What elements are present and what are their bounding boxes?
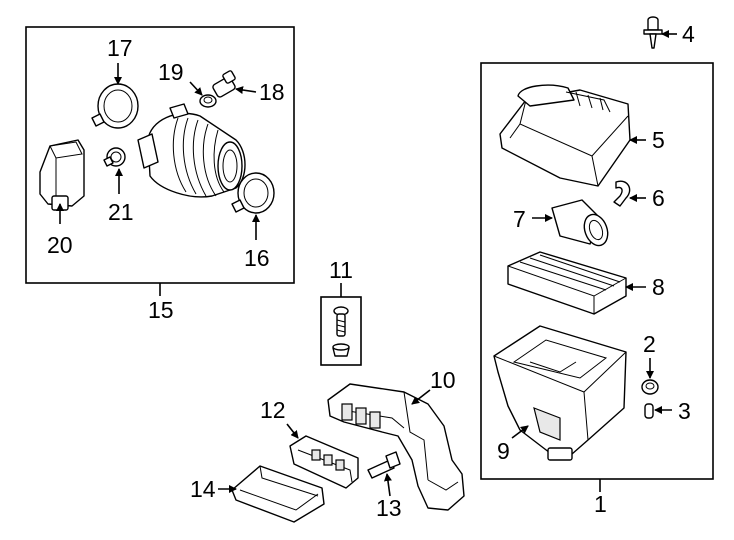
part-2-grommet	[641, 379, 659, 395]
part-4-push-pin	[643, 16, 663, 49]
part-20-resonator	[39, 139, 85, 211]
callout-20: 20	[47, 232, 73, 258]
callout-4: 4	[682, 21, 695, 47]
callout-11: 11	[329, 257, 353, 283]
callout-3: 3	[678, 398, 691, 424]
part-6-clip	[613, 180, 631, 207]
callout-21: 21	[108, 199, 134, 225]
callout-10: 10	[430, 367, 456, 393]
part-7-duct	[551, 199, 609, 247]
part-9-lower-housing	[493, 325, 627, 461]
callout-9: 9	[497, 438, 510, 464]
part-8-filter	[507, 251, 627, 315]
callout-12: 12	[260, 397, 286, 423]
part-15-intake-hose	[137, 103, 246, 198]
callout-7: 7	[513, 206, 526, 232]
callout-2: 2	[643, 331, 656, 357]
callout-1: 1	[594, 491, 607, 517]
callout-13: 13	[376, 495, 402, 521]
part-19-grommet	[199, 94, 217, 108]
part-14-tray	[231, 465, 325, 523]
leader-lines	[56, 30, 677, 497]
part-11-bolt-and-nut	[332, 306, 350, 357]
group-box-1	[480, 62, 714, 480]
part-5-cover	[499, 84, 631, 187]
callout-8: 8	[652, 274, 665, 300]
callout-17: 17	[107, 35, 133, 61]
callout-14: 14	[190, 476, 216, 502]
callout-16: 16	[244, 245, 270, 271]
part-13-bolt	[367, 451, 401, 479]
callout-19: 19	[158, 59, 184, 85]
part-17-clamp	[91, 83, 139, 129]
part-12-bracket	[289, 435, 359, 489]
part-16-clamp	[231, 172, 275, 214]
part-10-air-duct	[327, 383, 465, 511]
callout-6: 6	[652, 185, 665, 211]
callout-15: 15	[148, 297, 174, 323]
part-21-clamp	[103, 147, 126, 167]
part-3-pin	[644, 403, 654, 419]
callout-18: 18	[259, 79, 285, 105]
callout-5: 5	[652, 127, 665, 153]
part-18-sensor	[212, 70, 236, 98]
